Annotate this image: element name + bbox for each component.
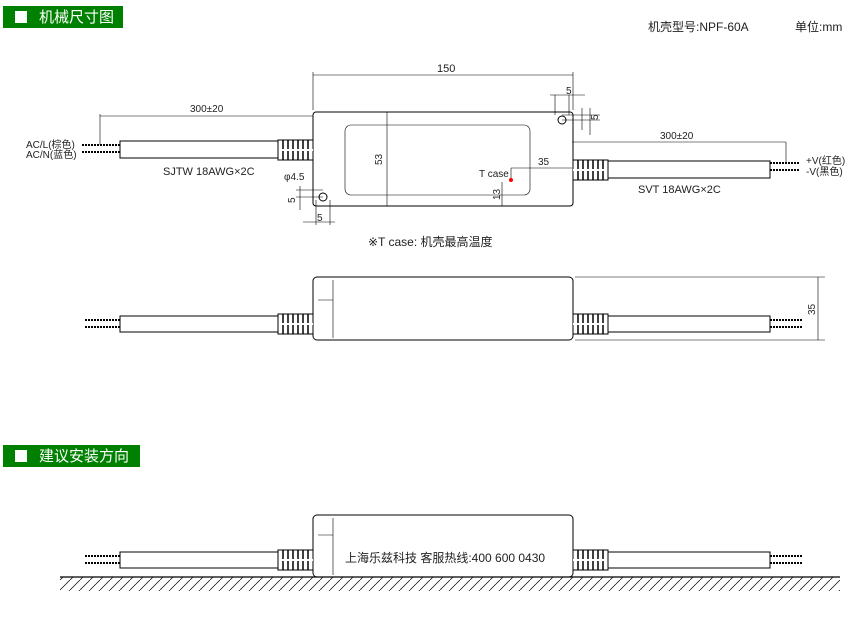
case-body [312, 514, 574, 578]
dim-hole-x2: 5 [317, 213, 323, 224]
dim-tcase-y: 13 [492, 188, 503, 200]
label-ac-l: AC/L(棕色) [26, 138, 75, 151]
dim-output-cable: 300±20 [660, 131, 694, 142]
label-ac-n: AC/N(蓝色) [26, 148, 77, 161]
case-body [312, 111, 574, 207]
dim-height: 53 [374, 153, 385, 165]
output-cable-spec: SVT 18AWG×2C [638, 184, 721, 196]
label-area [344, 124, 531, 196]
model-label: 机壳型号:NPF-60A [648, 20, 749, 34]
tcase-label: T case [479, 169, 509, 180]
section-title: 机械尺寸图 [39, 8, 115, 26]
top-view: 150 300±20 300±20 AC/L(棕色) AC/N(蓝色) +V(红… [26, 63, 845, 249]
dim-tcase-x: 35 [538, 157, 550, 168]
tcase-point [509, 178, 513, 182]
label-v-neg: -V(黑色) [806, 165, 843, 178]
square-icon [15, 450, 27, 462]
label-v-pos: +V(红色) [806, 154, 845, 167]
section-header-mechanical: 机械尺寸图 [3, 6, 123, 28]
case-body [312, 276, 574, 341]
install-view: 上海乐兹科技 客服热线:400 600 0430 [60, 514, 840, 591]
hotline-caption: 上海乐兹科技 客服热线:400 600 0430 [345, 550, 545, 565]
square-icon [15, 11, 27, 23]
dim-hole-dia: φ4.5 [284, 172, 305, 183]
output-cable [607, 160, 771, 179]
unit-label: 单位:mm [795, 19, 842, 34]
ground-surface [60, 577, 840, 591]
section-title: 建议安装方向 [39, 447, 130, 465]
dim-thickness: 35 [807, 303, 818, 315]
side-view: 35 [85, 276, 825, 341]
dim-input-cable: 300±20 [190, 104, 224, 115]
tcase-note: ※T case: 机壳最高温度 [368, 234, 493, 249]
input-cable-spec: SJTW 18AWG×2C [163, 166, 255, 178]
dim-hole-y: 5 [590, 114, 601, 120]
dim-length: 150 [437, 63, 455, 75]
dim-hole-x: 5 [566, 86, 572, 97]
input-cable [119, 140, 279, 159]
dim-hole-y2: 5 [287, 197, 298, 203]
section-header-installation: 建议安装方向 [3, 445, 140, 467]
